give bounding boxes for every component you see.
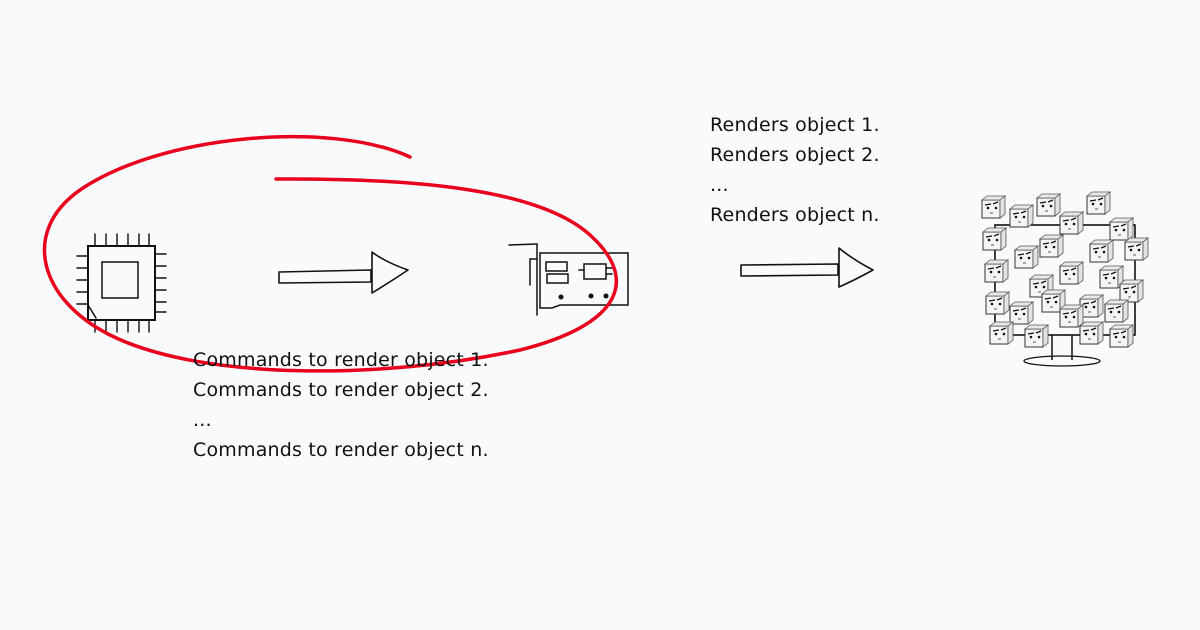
render-line-2: Renders object 2.	[710, 144, 880, 166]
arrow-cpu-to-gpu-icon	[278, 251, 409, 294]
render-line-ellipsis: ...	[710, 174, 729, 196]
cpu-chip-icon	[76, 233, 167, 333]
command-line-ellipsis: ...	[193, 409, 212, 431]
commands-text-block: Commands to render object 1. Commands to…	[193, 345, 489, 465]
graphics-card-icon	[508, 243, 629, 316]
command-line-n: Commands to render object n.	[193, 439, 489, 461]
renders-text-block: Renders object 1. Renders object 2. ... …	[710, 110, 880, 230]
highlight-ellipse	[42, 134, 619, 373]
monitor-with-objects-icon	[981, 191, 1149, 367]
render-line-n: Renders object n.	[710, 204, 880, 226]
command-line-2: Commands to render object 2.	[193, 379, 489, 401]
arrow-gpu-to-screen-icon	[740, 247, 874, 288]
command-line-1: Commands to render object 1.	[193, 349, 489, 371]
render-line-1: Renders object 1.	[710, 114, 880, 136]
